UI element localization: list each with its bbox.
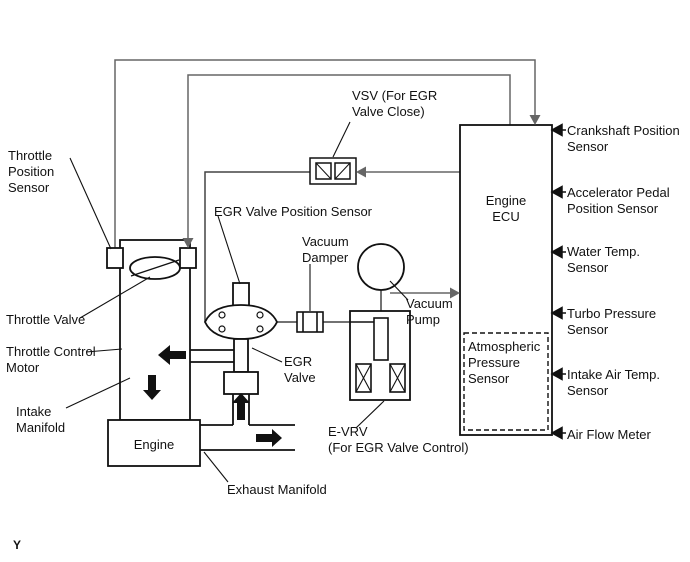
label-throttle-valve: Throttle Valve	[6, 312, 86, 327]
intake-down-arrow	[143, 375, 161, 400]
label-e-vrv: E-VRV (For EGR Valve Control)	[328, 424, 469, 455]
exhaust-right-arrow	[256, 429, 282, 447]
label-throttle-control-motor: Throttle Control Motor	[6, 344, 96, 375]
signal-arrowheads	[182, 115, 541, 299]
throttle-position-sensor-box	[106, 247, 124, 269]
label-engine: Engine	[133, 437, 175, 452]
label-engine-ecu: Engine ECU	[485, 193, 527, 224]
exhaust-up-arrow	[232, 393, 250, 420]
engine-box	[107, 419, 201, 467]
wiring-lines	[114, 59, 536, 294]
label-vacuum-pump: Vacuum Pump	[406, 296, 453, 327]
label-crankshaft-position-sensor: Crankshaft Position Sensor	[567, 123, 680, 154]
label-egr-valve: EGR Valve	[284, 354, 316, 385]
label-intake-manifold: Intake Manifold	[16, 404, 66, 435]
label-water-temp-sensor: Water Temp. Sensor	[567, 244, 640, 275]
label-throttle-position-sensor: Throttle Position Sensor	[8, 148, 55, 195]
label-air-flow-meter: Air Flow Meter	[567, 427, 651, 442]
label-vacuum-damper: Vacuum Damper	[302, 234, 349, 265]
label-intake-air-temp-sensor: Intake Air Temp. Sensor	[567, 367, 660, 398]
label-accelerator-pedal-position-sensor: Accelerator Pedal Position Sensor	[567, 185, 670, 216]
label-turbo-pressure-sensor: Turbo Pressure Sensor	[567, 306, 657, 337]
label-exhaust-manifold: Exhaust Manifold	[227, 482, 327, 497]
egr-valve	[190, 282, 278, 395]
throttle-control-motor-box	[179, 247, 197, 269]
e-vrv	[349, 310, 411, 401]
label-atmospheric-pressure-sensor: Atmospheric Pressure Sensor	[468, 339, 541, 386]
label-vsv: VSV (For EGR Valve Close)	[352, 88, 438, 119]
vsv-valve	[309, 157, 357, 185]
label-pointer-lines	[65, 121, 409, 483]
exhaust-pipe	[200, 394, 295, 451]
ecu-box	[459, 124, 553, 436]
ecu-input-arrows	[550, 123, 566, 440]
vacuum-damper	[296, 311, 324, 333]
label-egr-valve-position-sensor: EGR Valve Position Sensor	[214, 204, 372, 219]
vacuum-pump	[357, 243, 405, 291]
atmospheric-pressure-box	[463, 332, 549, 431]
flow-arrows	[143, 345, 282, 447]
corner-mark: Y	[13, 538, 22, 552]
egr-into-intake-arrow	[158, 345, 186, 365]
